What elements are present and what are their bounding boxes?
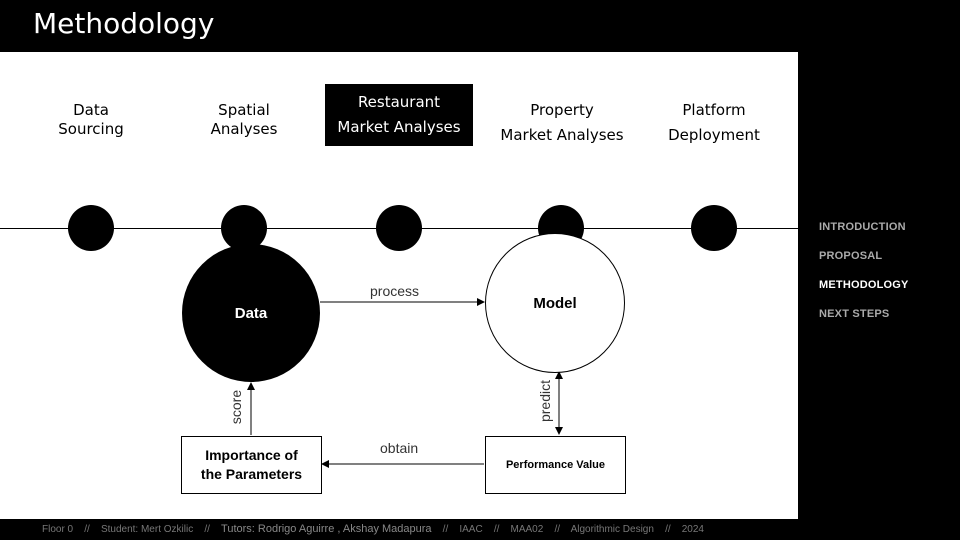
timeline-step-line1: Data <box>73 101 109 119</box>
timeline-step-line2: Deployment <box>668 126 760 144</box>
parameters-importance-node: Importance of the Parameters <box>181 436 322 494</box>
footer: Floor 0 // Student: Mert Ozkilic // Tuto… <box>42 523 704 535</box>
edge-label-process: process <box>370 283 420 299</box>
footer-tutors: Tutors: Rodrigo Aguirre , Akshay Madapur… <box>221 523 432 535</box>
timeline-step-line2: Analyses <box>210 120 278 138</box>
timeline-dot-restaurant-market <box>376 205 422 251</box>
data-node: Data <box>182 244 320 382</box>
footer-institute: IAAC <box>459 524 483 535</box>
timeline-dot-data-sourcing <box>68 205 114 251</box>
model-node: Model <box>485 233 625 373</box>
footer-separator: // <box>84 524 90 535</box>
timeline-dot-platform-deployment <box>691 205 737 251</box>
timeline-step-line2: Market Analyses <box>500 126 624 144</box>
footer-separator: // <box>442 524 449 535</box>
diagram-arrows <box>247 298 563 468</box>
parameters-node-line2: the Parameters <box>200 466 303 482</box>
timeline-step-line2: Market Analyses <box>337 118 461 136</box>
footer-year: 2024 <box>681 524 704 535</box>
timeline-step-spatial-analyses: Spatial Analyses <box>174 101 314 139</box>
footer-floor: Floor 0 <box>42 524 74 535</box>
timeline-step-line1: Restaurant <box>357 93 441 111</box>
footer-separator: // <box>665 524 671 535</box>
timeline-step-line1: Spatial <box>218 101 270 119</box>
model-node-label: Model <box>533 294 577 312</box>
nav-item-introduction[interactable]: INTRODUCTION <box>819 221 906 233</box>
data-node-label: Data <box>234 304 268 322</box>
footer-course: Algorithmic Design <box>570 524 654 535</box>
timeline-step-line2: Sourcing <box>58 120 124 138</box>
performance-node-label: Performance Value <box>505 459 606 471</box>
timeline-step-property-market: Property Market Analyses <box>492 98 632 148</box>
edge-label-predict: predict <box>537 379 554 423</box>
page-title: Methodology <box>33 7 215 40</box>
timeline-step-platform-deployment: Platform Deployment <box>644 98 784 148</box>
timeline-dot-spatial-analyses <box>221 205 267 251</box>
edge-label-obtain: obtain <box>380 440 419 456</box>
footer-student: Student: Mert Ozkilic <box>100 524 194 535</box>
nav-item-proposal[interactable]: PROPOSAL <box>819 250 883 262</box>
timeline-step-line1: Property <box>530 101 594 119</box>
nav-item-next-steps[interactable]: NEXT STEPS <box>819 308 890 320</box>
performance-value-node: Performance Value <box>485 436 626 494</box>
footer-separator: // <box>493 524 500 535</box>
footer-program: MAA02 <box>510 524 544 535</box>
footer-separator: // <box>204 524 210 535</box>
footer-separator: // <box>554 524 560 535</box>
timeline-step-data-sourcing: Data Sourcing <box>21 101 161 139</box>
timeline-step-restaurant-market-active: Restaurant Market Analyses <box>325 84 473 146</box>
nav-item-methodology[interactable]: METHODOLOGY <box>819 279 909 291</box>
slide-content: Data Sourcing Spatial Analyses Restauran… <box>0 52 798 519</box>
timeline-step-line1: Platform <box>682 101 746 119</box>
edge-label-score: score <box>228 389 245 425</box>
parameters-node-line1: Importance of <box>205 447 298 463</box>
